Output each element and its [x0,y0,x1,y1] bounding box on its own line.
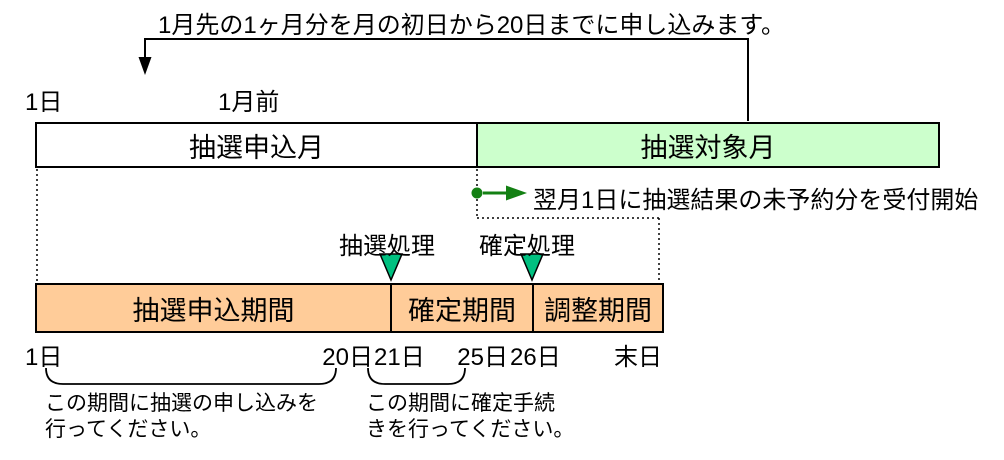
application-note: この期間に抽選の申し込みを 行ってください。 [45,391,318,443]
confirmation-note-line2: きを行ってください。 [366,418,575,441]
down-arrow-icon [138,57,152,75]
application-period-box: 抽選申込期間 [35,283,392,333]
lottery-process-label: 抽選処理 [339,233,435,260]
target-month-box: 抽選対象月 [476,122,940,168]
month-start-label: 1日 [25,89,63,116]
confirmation-period-box: 確定期間 [390,283,534,333]
day-20-label: 20日 [322,344,373,371]
day-21-label: 21日 [374,344,425,371]
start-dot-icon [471,187,483,199]
application-period-label: 抽選申込期間 [132,295,295,326]
confirmation-process-label: 確定処理 [479,233,575,260]
right-arrow-icon [506,185,527,201]
application-note-line1: この期間に抽選の申し込みを [45,392,318,415]
confirmation-note-line1: この期間に確定手続 [366,392,555,415]
application-month-label: 抽選申込月 [189,132,324,163]
day-25-label: 25日 [457,344,508,371]
day-1-label: 1日 [25,344,63,371]
application-period-brace [45,367,337,385]
one-month-before-label: 1月前 [218,89,280,116]
adjustment-period-label: 調整期間 [544,295,652,326]
top-instruction-text: 1月先の1ヶ月分を月の初日から20日までに申し込みます。 [158,12,785,39]
adjustment-period-box: 調整期間 [532,283,664,333]
result-note-text: 翌月1日に抽選結果の未予約分を受付開始 [533,187,979,214]
target-month-label: 抽選対象月 [640,132,776,163]
application-month-box: 抽選申込月 [35,122,478,168]
confirmation-period-label: 確定期間 [408,295,516,326]
last-day-label: 末日 [614,344,662,371]
application-note-line2: 行ってください。 [45,418,212,441]
confirmation-note: この期間に確定手続 きを行ってください。 [366,391,574,443]
day-26-label: 26日 [510,344,561,371]
